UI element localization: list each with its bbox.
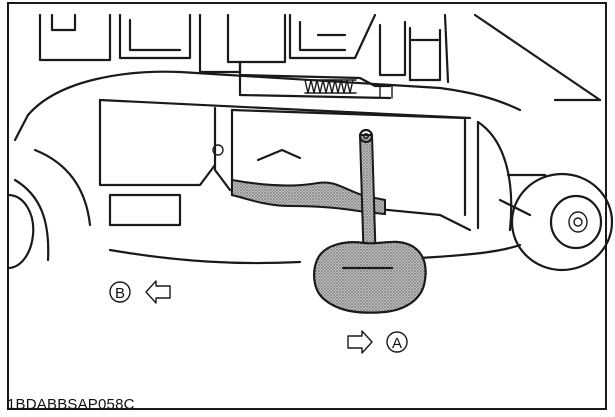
label-b-group: B [109,280,171,304]
figure-code: 1BDABBSAP058C [7,396,135,413]
pedal-pad [313,240,427,314]
pedal-bracket [13,70,547,265]
arrow-right-icon [347,330,373,354]
linkage-plate [231,178,386,216]
label-a: A [392,335,402,352]
pivot-shaft [238,60,393,100]
return-spring [304,79,357,94]
label-b: B [115,285,125,302]
arrow-left-icon [145,280,171,304]
wheel [510,172,614,272]
figure-frame [7,2,607,410]
left-hub [6,193,35,270]
label-a-group: A [347,330,408,354]
upper-body-structure [38,13,602,102]
